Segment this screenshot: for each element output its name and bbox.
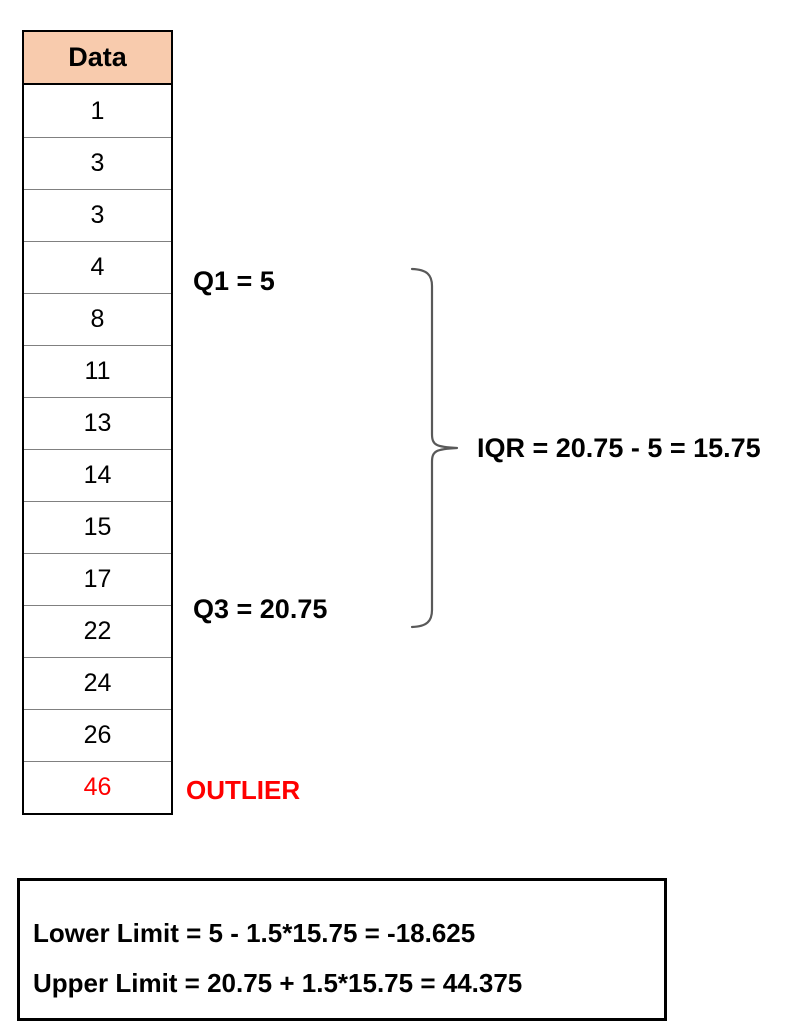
data-table-header: Data: [24, 32, 171, 85]
table-cell: 8: [24, 293, 171, 345]
table-cell: 11: [24, 345, 171, 397]
iqr-annotation: IQR = 20.75 - 5 = 15.75: [477, 433, 761, 463]
table-cell: 14: [24, 449, 171, 501]
table-cell: 17: [24, 553, 171, 605]
outlier-annotation: OUTLIER: [186, 775, 301, 805]
table-cell: 24: [24, 657, 171, 709]
table-cell: 46: [24, 761, 171, 813]
upper-limit-formula: Upper Limit = 20.75 + 1.5*15.75 = 44.375: [33, 968, 523, 998]
limits-box: Lower Limit = 5 - 1.5*15.75 = -18.625 Up…: [17, 878, 667, 1021]
table-cell: 3: [24, 137, 171, 189]
table-cell: 3: [24, 189, 171, 241]
table-cell: 15: [24, 501, 171, 553]
q1-annotation: Q1 = 5: [193, 266, 275, 296]
lower-limit-formula: Lower Limit = 5 - 1.5*15.75 = -18.625: [33, 918, 476, 948]
table-cell: 4: [24, 241, 171, 293]
table-cell: 13: [24, 397, 171, 449]
curly-brace: [410, 267, 459, 629]
table-cell: 26: [24, 709, 171, 761]
table-cell: 1: [24, 85, 171, 137]
table-cell: 22: [24, 605, 171, 657]
q3-annotation: Q3 = 20.75: [193, 594, 328, 624]
